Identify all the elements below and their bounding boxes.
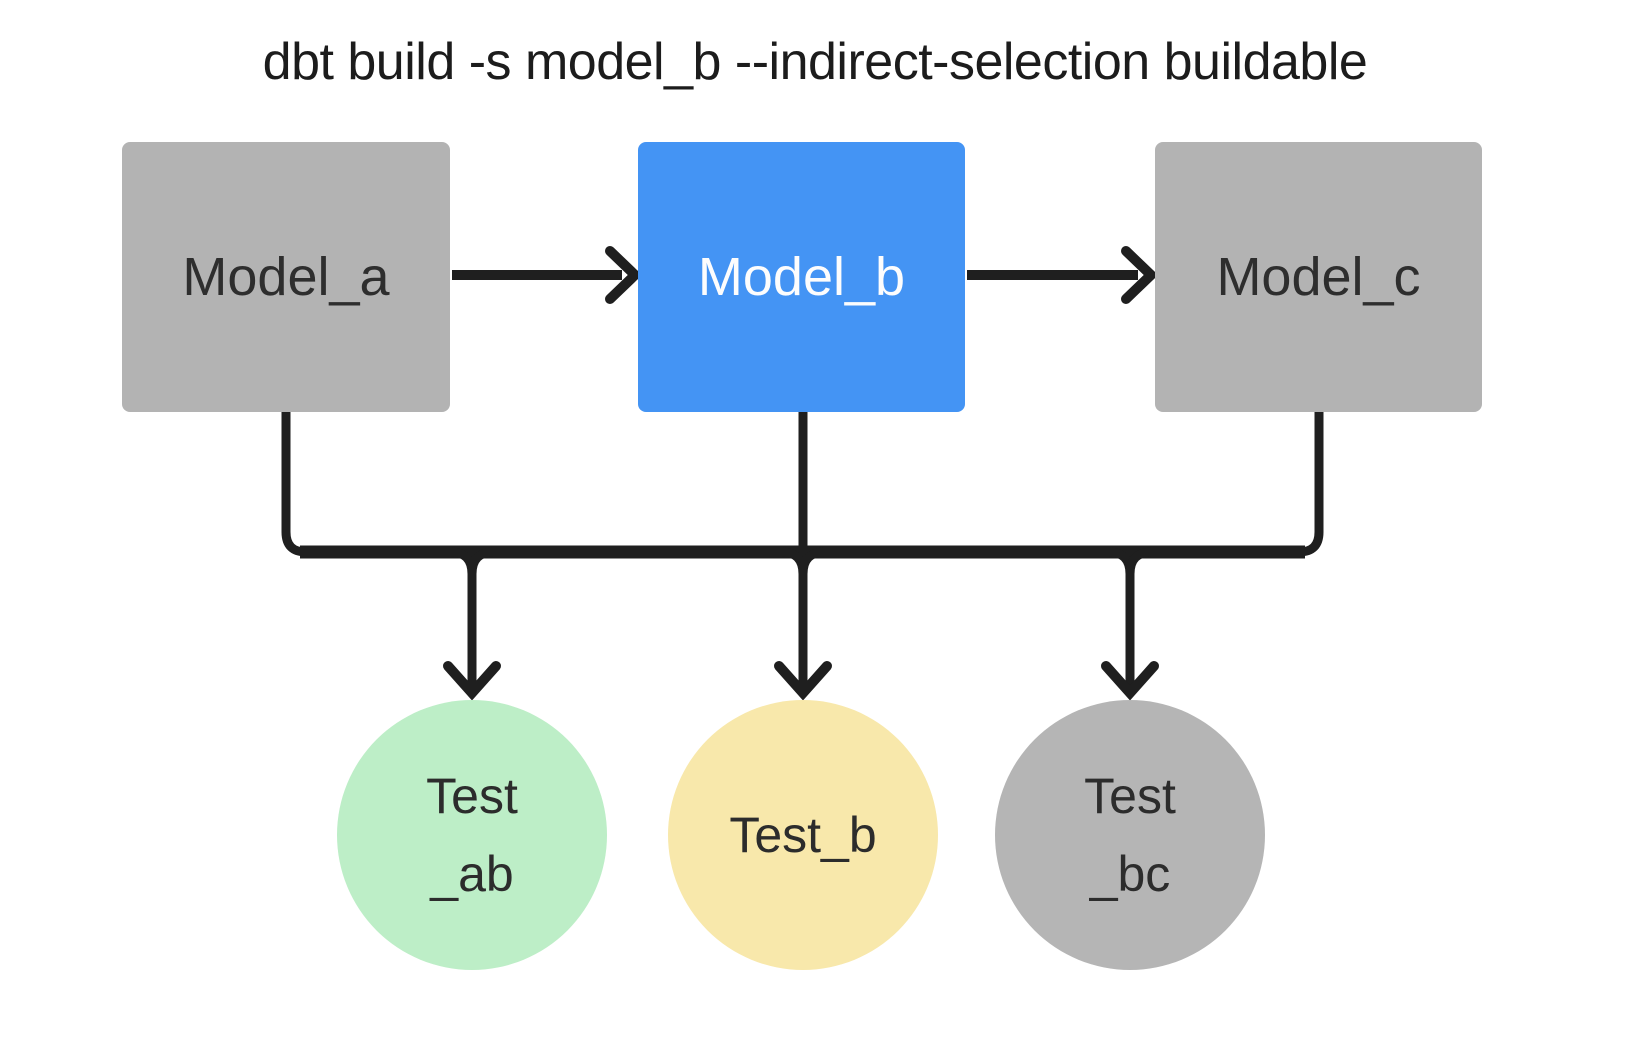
node-model-b-selected: Model_b	[638, 142, 965, 412]
node-model-c-label: Model_c	[1216, 247, 1421, 307]
node-model-c: Model_c	[1155, 142, 1482, 412]
node-test-bc-label-line2: _bc	[1089, 846, 1171, 902]
node-test-bc: Test _bc	[995, 700, 1265, 970]
node-test-b: Test_b	[668, 700, 938, 970]
arrowhead-down-test-b-icon	[774, 661, 832, 701]
node-test-bc-label-line1: Test	[1084, 768, 1176, 824]
node-test-ab-label-line2: _ab	[430, 846, 514, 902]
arrowhead-right-model-b-icon	[605, 246, 643, 304]
node-test-b-label-line1: Test_b	[729, 807, 877, 863]
arrowhead-down-test-ab-icon	[443, 661, 501, 701]
edge-shoulder-right-b	[798, 547, 826, 575]
diagram-title: dbt build -s model_b --indirect-selectio…	[262, 33, 1368, 91]
arrowhead-down-test-bc-icon	[1101, 661, 1159, 701]
node-model-a-label: Model_a	[182, 247, 390, 307]
node-test-ab-label-line1: Test	[426, 768, 518, 824]
arrowhead-right-model-c-icon	[1121, 246, 1159, 304]
node-test-ab: Test _ab	[337, 700, 607, 970]
node-model-b-label: Model_b	[697, 247, 906, 307]
node-model-a: Model_a	[122, 142, 450, 412]
